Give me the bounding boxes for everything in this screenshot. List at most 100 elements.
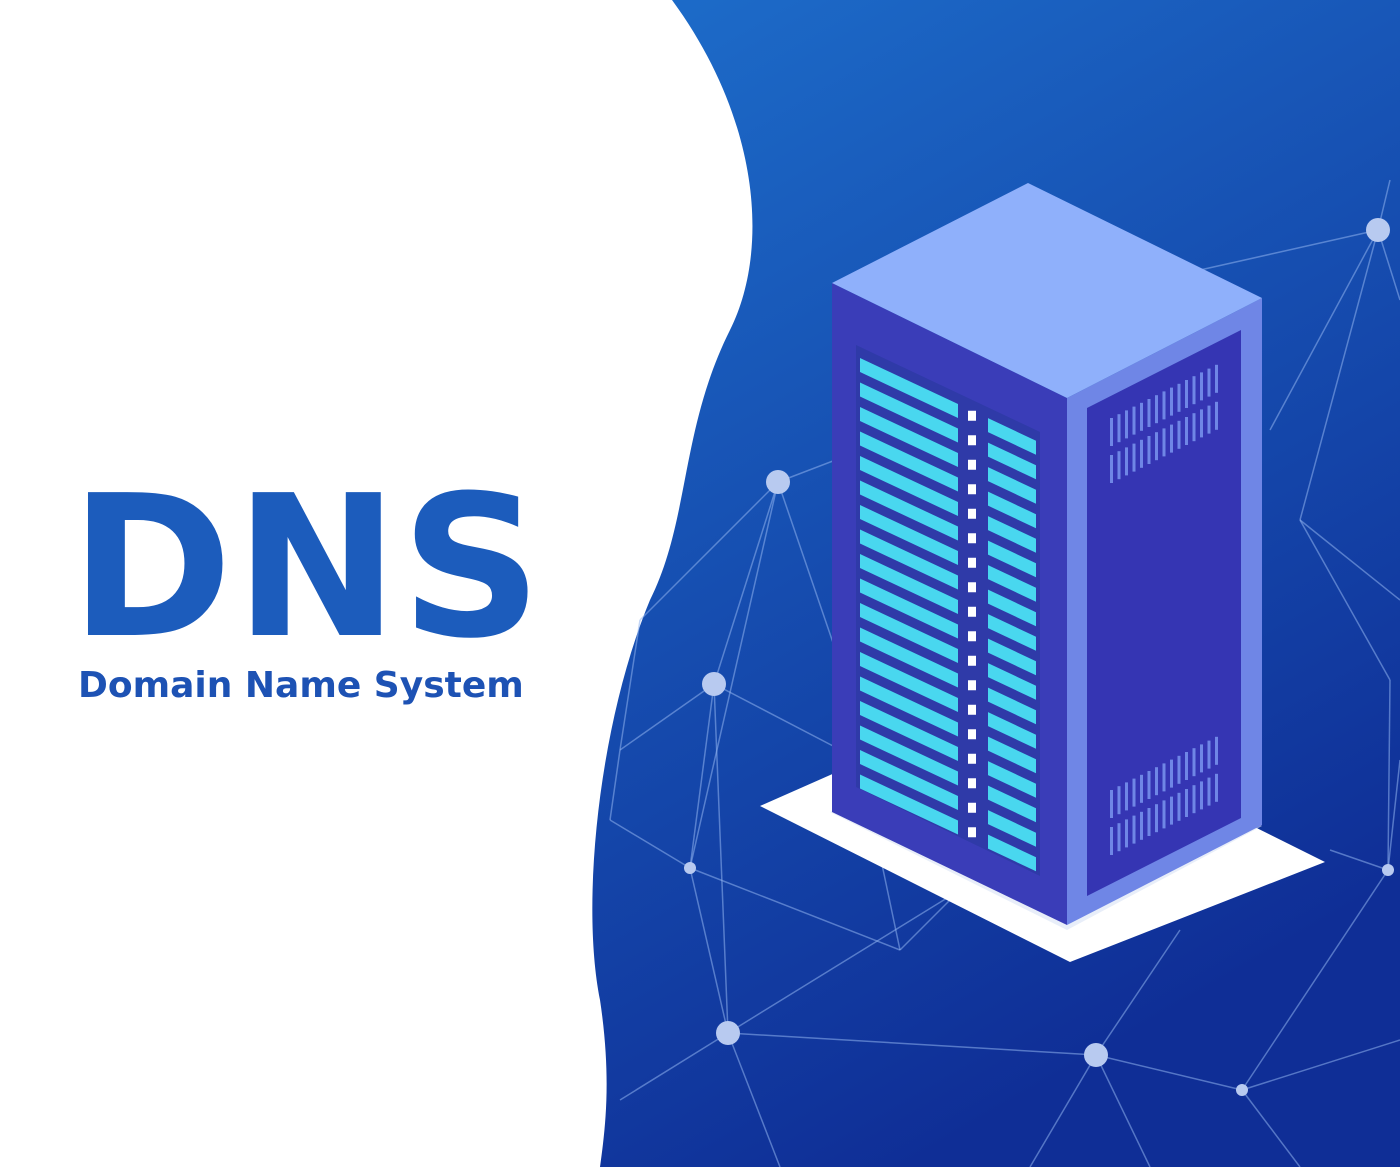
drive-bay-small — [988, 540, 1036, 578]
vent-slit — [1125, 447, 1128, 476]
drive-bay — [860, 382, 958, 443]
vent-slit — [1117, 786, 1121, 815]
network-node — [716, 1021, 740, 1045]
vent-slit — [1162, 391, 1166, 420]
drive-indicator-light — [968, 557, 976, 568]
drive-indicator-light — [968, 410, 976, 421]
network-node — [684, 862, 696, 874]
vent-slit — [1110, 790, 1113, 818]
vent-slit — [1125, 410, 1128, 439]
drive-bay — [860, 603, 958, 664]
vent-slit — [1155, 395, 1158, 424]
server-rack-icon — [832, 183, 1262, 925]
vent-slit — [1147, 808, 1151, 836]
vent-slit — [1192, 748, 1196, 777]
vent-slit — [1162, 800, 1166, 829]
vent-slit — [1140, 439, 1143, 468]
vent-slit — [1200, 781, 1203, 810]
network-node — [702, 672, 726, 696]
vent-slit — [1155, 432, 1158, 461]
vent-slit — [1207, 777, 1211, 806]
page-subtitle: Domain Name System — [78, 665, 524, 706]
drive-bay-small — [988, 565, 1036, 602]
drive-indicator-light — [968, 729, 976, 740]
drive-bay-small — [988, 712, 1036, 749]
vent-slit — [1200, 744, 1203, 773]
drive-indicator-light — [968, 778, 976, 789]
vent-slit — [1170, 387, 1173, 416]
vent-slit — [1140, 774, 1143, 803]
vent-slit — [1185, 752, 1188, 780]
drive-bay — [860, 725, 958, 786]
drive-bay — [860, 676, 958, 737]
drive-bay — [860, 554, 958, 615]
vent-slit — [1125, 819, 1128, 848]
vent-slit — [1177, 420, 1181, 449]
drive-bay — [860, 407, 958, 468]
drive-bay-small — [988, 614, 1036, 651]
drive-bay-small — [988, 516, 1036, 553]
drive-indicator-light — [968, 680, 976, 691]
server-top-face — [832, 183, 1262, 398]
network-node — [1236, 1084, 1248, 1096]
drive-bay — [860, 480, 958, 541]
vent-slit — [1117, 451, 1121, 480]
drive-indicator-light — [968, 802, 976, 813]
vent-slit — [1110, 455, 1113, 483]
drive-bay — [860, 750, 958, 811]
vent-slit — [1170, 796, 1173, 825]
vent-slit — [1117, 823, 1121, 852]
vent-slit — [1215, 364, 1218, 393]
vent-slit — [1170, 759, 1173, 788]
side-vents — [1110, 364, 1218, 855]
network-node — [1366, 218, 1390, 242]
drive-bay — [860, 774, 958, 835]
vent-slit — [1110, 827, 1113, 855]
drive-indicator-light — [968, 827, 976, 838]
drive-indicator-light — [968, 655, 976, 666]
vent-slit — [1132, 443, 1136, 472]
vent-slit — [1192, 413, 1196, 442]
drive-bay — [860, 701, 958, 762]
network-node — [766, 470, 790, 494]
drive-bay — [860, 431, 958, 492]
vent-slit — [1192, 785, 1196, 814]
drive-indicator-light — [968, 582, 976, 593]
vent-slit — [1207, 405, 1211, 434]
drive-bay — [860, 652, 958, 713]
vent-slit — [1140, 811, 1143, 840]
drive-bay-small — [988, 736, 1036, 774]
vent-slit — [1177, 755, 1181, 784]
vent-slit — [1162, 763, 1166, 792]
drive-bay-small — [988, 638, 1036, 676]
vent-slit — [1140, 402, 1143, 431]
drive-indicator-light — [968, 435, 976, 446]
vent-slit — [1155, 767, 1158, 796]
drive-bay-small — [988, 687, 1036, 725]
drive-bay-small — [988, 761, 1036, 798]
drive-bays — [860, 358, 1036, 872]
network-node — [1084, 1043, 1108, 1067]
vent-slit — [1207, 368, 1211, 397]
vent-slit — [1215, 401, 1218, 430]
vent-slit — [1200, 409, 1203, 438]
vent-slit — [1185, 380, 1188, 408]
vent-slit — [1147, 436, 1151, 464]
vent-slit — [1185, 417, 1188, 445]
drive-indicator-light — [968, 753, 976, 764]
vent-slit — [1125, 782, 1128, 811]
drive-bay — [860, 627, 958, 688]
drive-indicator-light — [968, 508, 976, 519]
network-node — [1382, 864, 1394, 876]
drive-bay-small — [988, 810, 1036, 847]
drive-bay — [860, 505, 958, 566]
vent-slit — [1170, 424, 1173, 453]
vent-slit — [1155, 804, 1158, 833]
drive-indicator-light — [968, 459, 976, 470]
vent-slit — [1132, 815, 1136, 844]
vent-slit — [1207, 740, 1211, 769]
drive-bay — [860, 529, 958, 590]
drive-bay — [860, 358, 958, 419]
vent-slit — [1110, 418, 1113, 446]
